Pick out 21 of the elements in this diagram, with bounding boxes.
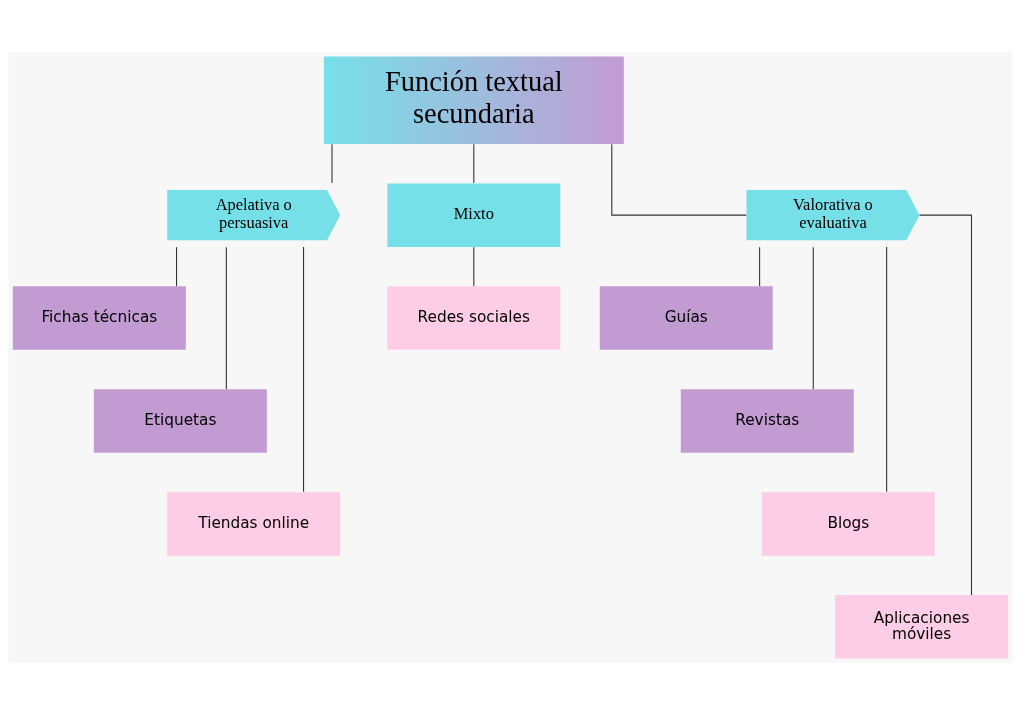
node-box: Blogs: [761, 491, 935, 556]
connector: [303, 246, 305, 492]
node-box: Tiendas online: [167, 491, 341, 556]
connector: [812, 246, 814, 390]
connector: [886, 246, 888, 492]
node-box: Mixto: [387, 182, 561, 247]
node-box: Revistas: [680, 388, 854, 453]
connector: [331, 143, 333, 184]
node-box: Redes sociales: [387, 285, 561, 350]
connector: [473, 143, 475, 184]
node-box: Fichas técnicas: [12, 285, 186, 350]
node-box: Guías: [599, 285, 773, 350]
node-box: Etiquetas: [93, 388, 267, 453]
connector: [225, 246, 227, 390]
node-box: Aplicaciones móviles: [835, 594, 1009, 659]
connector: [918, 214, 973, 595]
node-box: Función textual secundaria: [323, 55, 624, 144]
connector: [176, 246, 178, 287]
connector: [611, 143, 747, 216]
connector: [759, 246, 761, 287]
connector: [473, 246, 475, 287]
